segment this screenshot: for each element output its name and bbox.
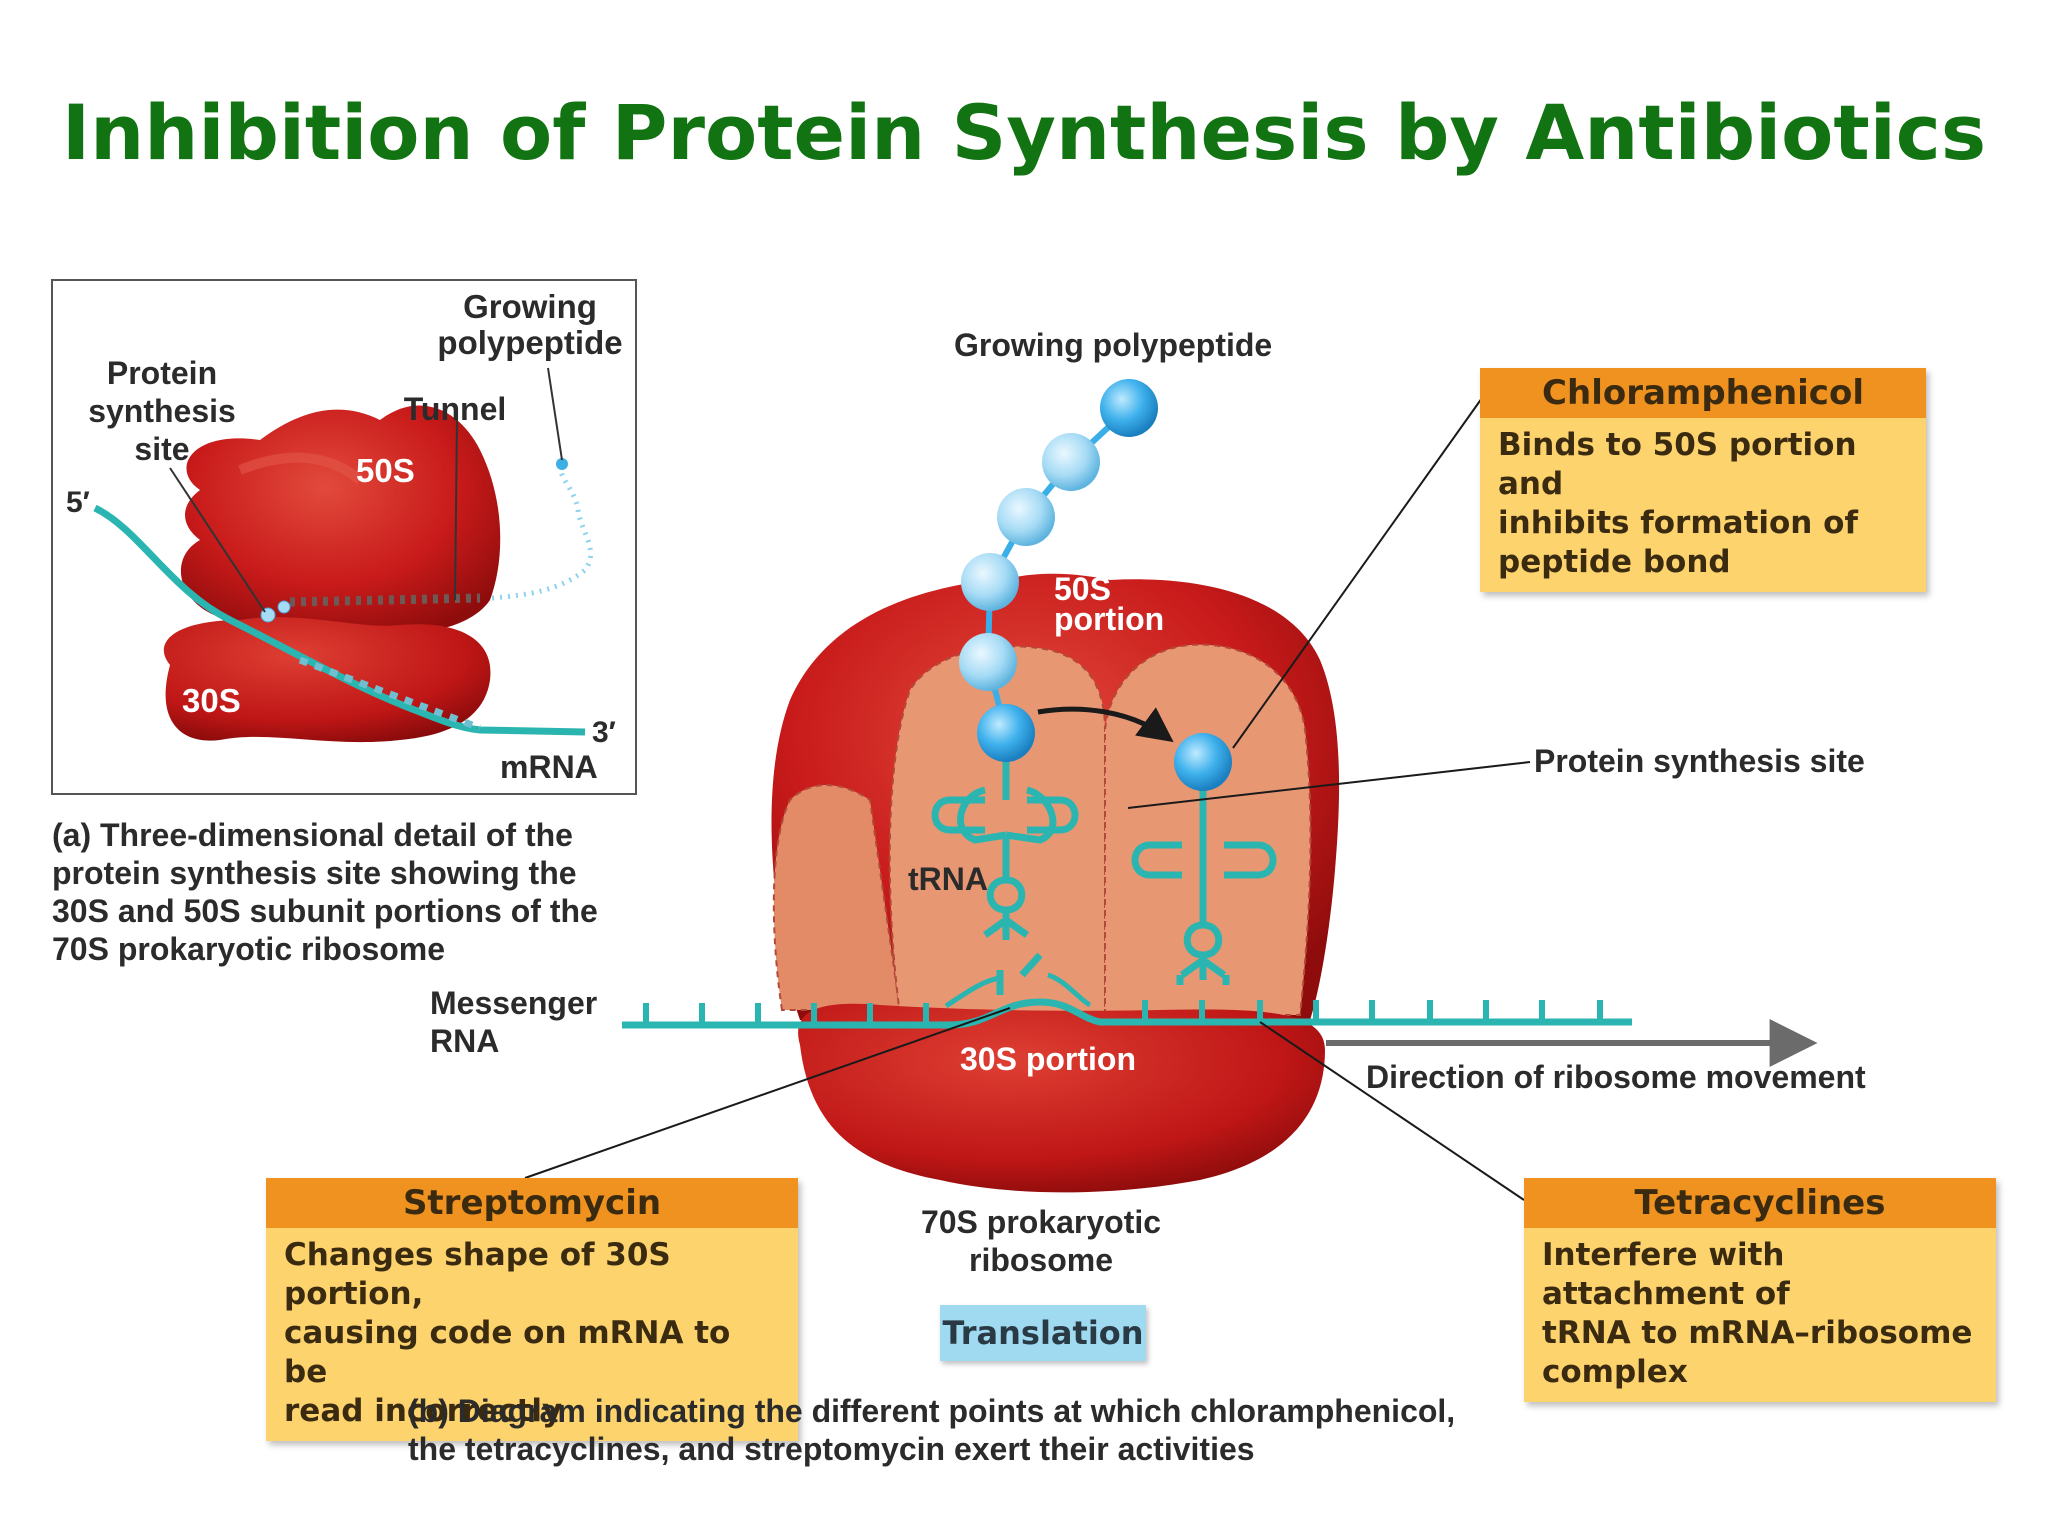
leader-chloramphenicol	[1232, 397, 1483, 749]
panel-a: Growing polypeptide Protein synthesis si…	[51, 279, 637, 795]
tetracyclines-line3: complex	[1542, 1354, 1688, 1390]
label-a-tunnel: Tunnel	[404, 391, 507, 427]
label-b-direction: Direction of ribosome movement	[1366, 1059, 1866, 1095]
panel-b-caption: (b) Diagram indicating the different poi…	[408, 1392, 1608, 1468]
amino-acid-6	[977, 704, 1035, 762]
trna-right	[1131, 790, 1277, 985]
label-a-30s: 30S	[182, 682, 241, 719]
tetracyclines-box: Tetracyclines Interfere with attachment …	[1524, 1178, 1996, 1402]
mrna-strand-a	[93, 504, 586, 736]
label-b-ribosome-line2: ribosome	[969, 1242, 1113, 1278]
ribosome-chamber-left	[772, 784, 902, 1011]
panel-b-caption-line2: the tetracyclines, and streptomycin exer…	[408, 1431, 1255, 1467]
panel-b-caption-prefix: (b)	[408, 1393, 449, 1429]
chloramphenicol-line1: Binds to 50S portion and	[1498, 427, 1857, 502]
streptomycin-title: Streptomycin	[266, 1178, 798, 1228]
label-a-protein-line2: synthesis	[88, 393, 236, 429]
chloramphenicol-title: Chloramphenicol	[1480, 368, 1926, 418]
leader-tetracyclines	[1259, 1021, 1525, 1201]
label-b-ribosome-line1: 70S prokaryotic	[921, 1204, 1161, 1240]
ribosome-30s-portion	[798, 1003, 1325, 1193]
amino-acid-3	[997, 488, 1055, 546]
panel-a-caption-line2: protein synthesis site showing the	[52, 855, 577, 891]
label-a-five-prime: 5′	[66, 486, 90, 519]
leader-streptomycin	[524, 1007, 1011, 1179]
streptomycin-line3: read incorrectly	[284, 1393, 563, 1429]
polypeptide-chain-a	[491, 464, 593, 601]
panel-b: Growing polypeptide 50S portion Protein …	[430, 327, 1866, 1278]
leader-synthesis-site	[1127, 761, 1531, 809]
amino-acid-incoming	[1174, 733, 1232, 791]
chloramphenicol-line2: inhibits formation of	[1498, 505, 1858, 541]
tetracyclines-line1: Interfere with attachment of	[1542, 1237, 1790, 1312]
label-b-50s-line1: 50S	[1054, 571, 1111, 607]
label-b-growing-polypeptide: Growing polypeptide	[954, 327, 1272, 363]
amino-acid-2	[1042, 433, 1100, 491]
streptomycin-line2: causing code on mRNA to be	[284, 1315, 731, 1390]
amino-acid-1	[1100, 379, 1158, 437]
streptomycin-line1: Changes shape of 30S portion,	[284, 1237, 671, 1312]
label-b-30s: 30S portion	[960, 1041, 1136, 1077]
panel-a-caption-prefix: (a)	[52, 817, 92, 853]
amino-acid-5	[959, 633, 1017, 691]
panel-a-caption: (a) Three-dimensional detail of the prot…	[52, 816, 692, 968]
peptide-transfer-arrow	[1037, 706, 1174, 743]
trna-left	[931, 740, 1079, 995]
tunnel-dots	[289, 593, 481, 607]
chloramphenicol-box: Chloramphenicol Binds to 50S portion and…	[1480, 368, 1926, 592]
page-title: Inhibition of Protein Synthesis by Antib…	[61, 88, 1987, 177]
label-b-synthesis-site: Protein synthesis site	[1534, 743, 1865, 779]
streptomycin-box: Streptomycin Changes shape of 30S portio…	[266, 1178, 798, 1441]
panel-a-caption-line4: 70S prokaryotic ribosome	[52, 931, 446, 967]
polypeptide-chain	[959, 379, 1232, 791]
tetracyclines-title: Tetracyclines	[1524, 1178, 1996, 1228]
label-a-growing-line2: polypeptide	[437, 324, 622, 361]
amino-acid-4	[961, 553, 1019, 611]
panel-a-caption-line1: Three-dimensional detail of the	[100, 817, 573, 853]
label-a-growing-line1: Growing	[463, 288, 597, 325]
label-b-messenger-line1: Messenger	[430, 985, 597, 1021]
label-a-mrna: mRNA	[500, 749, 598, 785]
label-a-three-prime: 3′	[592, 716, 616, 749]
label-b-trna: tRNA	[908, 861, 988, 897]
tetracyclines-line2: tRNA to mRNA–ribosome	[1542, 1315, 1973, 1351]
subunit-50s-shape	[180, 405, 501, 639]
label-a-protein-line1: Protein	[107, 355, 217, 391]
panel-a-caption-line3: 30S and 50S subunit portions of the	[52, 893, 598, 929]
label-b-50s-line2: portion	[1054, 601, 1164, 637]
label-a-50s: 50S	[356, 452, 415, 489]
ribosome-chamber-center	[888, 645, 1106, 1016]
chloramphenicol-line3: peptide bond	[1498, 544, 1731, 580]
panel-b-caption-line1: Diagram indicating the different points …	[457, 1393, 1456, 1429]
translation-badge: Translation	[940, 1305, 1146, 1361]
label-a-protein-line3: site	[134, 431, 189, 467]
label-b-messenger-line2: RNA	[430, 1023, 499, 1059]
